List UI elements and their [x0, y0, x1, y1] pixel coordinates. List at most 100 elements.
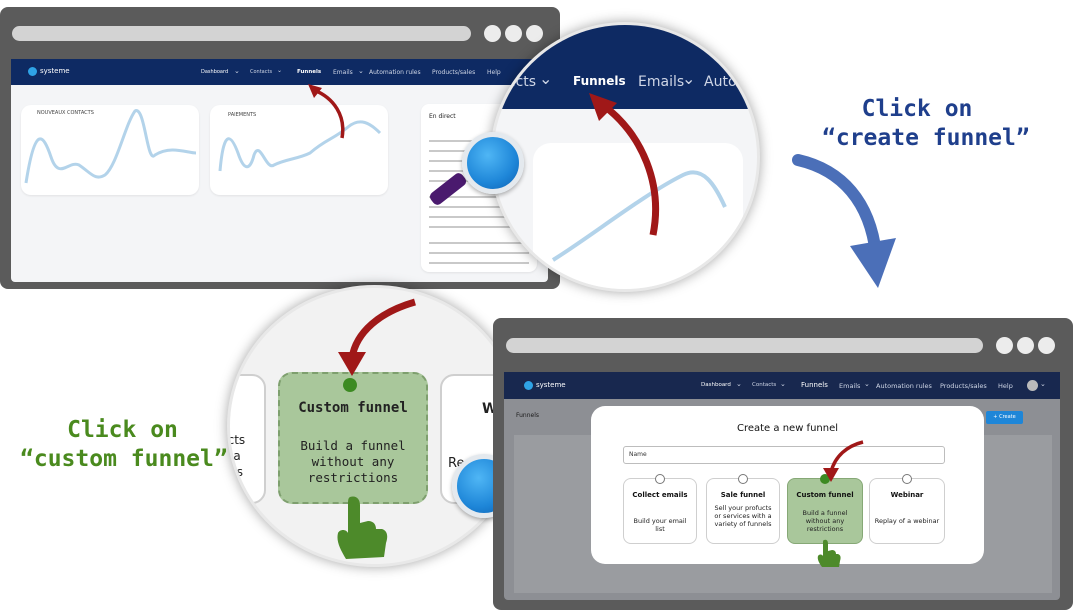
nav-dashboard[interactable]: Dashboard [701, 382, 731, 388]
chevron-down-icon: ⌄ [682, 69, 696, 88]
zoomed-nav-contacts[interactable]: acts [507, 74, 537, 90]
activity-line [429, 170, 489, 172]
name-input[interactable]: Name [623, 446, 945, 464]
activity-line [429, 216, 529, 218]
card-nouveaux-contacts: NOUVEAUX CONTACTS [21, 105, 199, 195]
hand-pointer-icon [817, 539, 841, 567]
name-placeholder: Name [629, 451, 647, 458]
nav-dashboard[interactable]: Dashboard [201, 69, 229, 75]
contacts-sparkline [24, 109, 197, 184]
nav-help[interactable]: Help [998, 382, 1013, 390]
chevron-down-icon: ⌄ [780, 380, 786, 388]
bottom-app-screen: systeme Dashboard ⌄ Contacts ⌄ Funnels E… [504, 372, 1060, 600]
payments-sparkline [218, 120, 382, 172]
flow-arrow-icon [792, 154, 896, 288]
nav-automation-rules[interactable]: Automation rules [369, 69, 421, 76]
option-webinar[interactable]: Webinar Replay of a webinar [869, 474, 945, 544]
avatar[interactable] [1027, 380, 1038, 391]
nav-funnels[interactable]: Funnels [801, 381, 828, 389]
radio-button[interactable] [738, 474, 748, 484]
zoomed-partial-text: l [230, 400, 231, 416]
radio-button[interactable] [902, 474, 912, 484]
window-control-dot[interactable] [1038, 337, 1055, 354]
card-title: NOUVEAUX CONTACTS [37, 110, 94, 116]
zoomed-red-arrow [338, 298, 416, 376]
activity-line [429, 140, 489, 142]
zoomed-partial-text: ucts [227, 433, 246, 447]
create-button[interactable]: + Create [986, 411, 1023, 424]
bottom-browser-window: systeme Dashboard ⌄ Contacts ⌄ Funnels E… [493, 318, 1073, 610]
create-funnel-modal: Create a new funnel Name Collect emails … [591, 406, 984, 567]
address-bar[interactable] [506, 338, 983, 353]
zoomed-option-desc: Build a funnel without any restrictions [300, 438, 406, 485]
nav-emails[interactable]: Emails [333, 69, 353, 76]
option-title: Sale funnel [720, 491, 766, 499]
activity-line [429, 262, 529, 264]
nav-emails[interactable]: Emails [839, 382, 861, 390]
chevron-down-icon: ⌄ [864, 380, 870, 388]
top-browser-window: systeme Dashboard ⌄ Contacts ⌄ Funnels E… [0, 7, 560, 289]
radio-button[interactable] [655, 474, 665, 484]
nav-automation-rules[interactable]: Automation rules [876, 382, 932, 390]
chevron-down-icon: ⌄ [277, 67, 283, 74]
zoomed-nav-funnels[interactable]: Funnels [573, 74, 626, 88]
nav-products-sales[interactable]: Products/sales [432, 69, 476, 76]
chevron-down-icon: ⌄ [1040, 380, 1046, 388]
modal-title: Create a new funnel [736, 423, 839, 434]
activity-line [429, 226, 529, 228]
nav-contacts[interactable]: Contacts [752, 382, 777, 388]
nav-funnels[interactable]: Funnels [297, 69, 322, 75]
page-title: Funnels [516, 412, 540, 419]
magnifier-lens-icon [462, 132, 524, 194]
zoomed-nav-emails[interactable]: Emails [638, 74, 685, 90]
brand-logo-icon [524, 381, 533, 390]
activity-line [429, 252, 529, 254]
zoomed-chart-line [551, 93, 727, 262]
window-control-dot[interactable] [1017, 337, 1034, 354]
option-sale-funnel[interactable]: Sale funnel Sell your profucts or servic… [706, 474, 780, 544]
bottom-navbar: systeme Dashboard ⌄ Contacts ⌄ Funnels E… [504, 372, 1060, 399]
option-desc: Build a funnel without any restrictions [802, 509, 848, 533]
zoomed-option-left [230, 374, 266, 504]
top-navbar: systeme Dashboard ⌄ Contacts ⌄ Funnels E… [11, 59, 548, 85]
hint-line: Click on [861, 96, 973, 122]
activity-line [429, 150, 491, 152]
hint-line: Click on [67, 417, 178, 443]
zoom-circle-custom-funnel: l ucts h a els Custom funnel Build a fun… [227, 285, 522, 567]
option-desc: Build your email list [633, 517, 687, 533]
zoomed-radio-selected[interactable] [343, 378, 357, 392]
zoomed-navbar [493, 25, 757, 109]
nav-products-sales[interactable]: Products/sales [940, 382, 987, 390]
zoomed-custom-funnel-option[interactable] [278, 372, 428, 504]
chevron-down-icon: ⌄ [539, 69, 553, 88]
window-control-dot[interactable] [996, 337, 1013, 354]
card-paiements: PAIEMENTS [210, 105, 388, 195]
zoom-circle-funnels-nav: acts ⌄ Funnels Emails ⌄ Autom [490, 22, 760, 292]
brand-name: systeme [40, 67, 70, 75]
zoomed-nav-automation[interactable]: Autom [704, 74, 751, 90]
option-title: Custom funnel [796, 491, 854, 499]
option-title: Collect emails [632, 491, 688, 499]
address-bar[interactable] [12, 26, 471, 41]
chevron-down-icon: ⌄ [358, 67, 364, 75]
hint-line: “custom funnel” [20, 446, 228, 472]
zoomed-option-title: Custom funnel [298, 400, 408, 416]
option-custom-funnel[interactable]: Custom funnel Build a funnel without any… [787, 474, 863, 544]
nav-contacts[interactable]: Contacts [250, 69, 273, 75]
zoomed-partial-text: els [227, 465, 243, 479]
card-title: PAIEMENTS [228, 112, 257, 118]
zoomed-chart-card [533, 143, 743, 289]
option-title: Webinar [890, 491, 924, 499]
chevron-down-icon: ⌄ [234, 67, 240, 75]
option-desc: Replay of a webinar [874, 517, 940, 525]
hint-create-funnel: Click on “create funnel” [822, 95, 1030, 153]
pointer-arrow-icon [308, 84, 345, 139]
option-collect-emails[interactable]: Collect emails Build your email list [623, 474, 697, 544]
chevron-down-icon: ⌄ [736, 380, 742, 388]
brand-name: systeme [536, 381, 566, 389]
option-desc: Sell your profucts or services with a va… [714, 504, 772, 528]
pointer-arrow-icon [823, 440, 864, 482]
activity-line [429, 160, 487, 162]
zoomed-partial-text: h a [230, 449, 241, 463]
card-title: En direct [429, 113, 456, 120]
